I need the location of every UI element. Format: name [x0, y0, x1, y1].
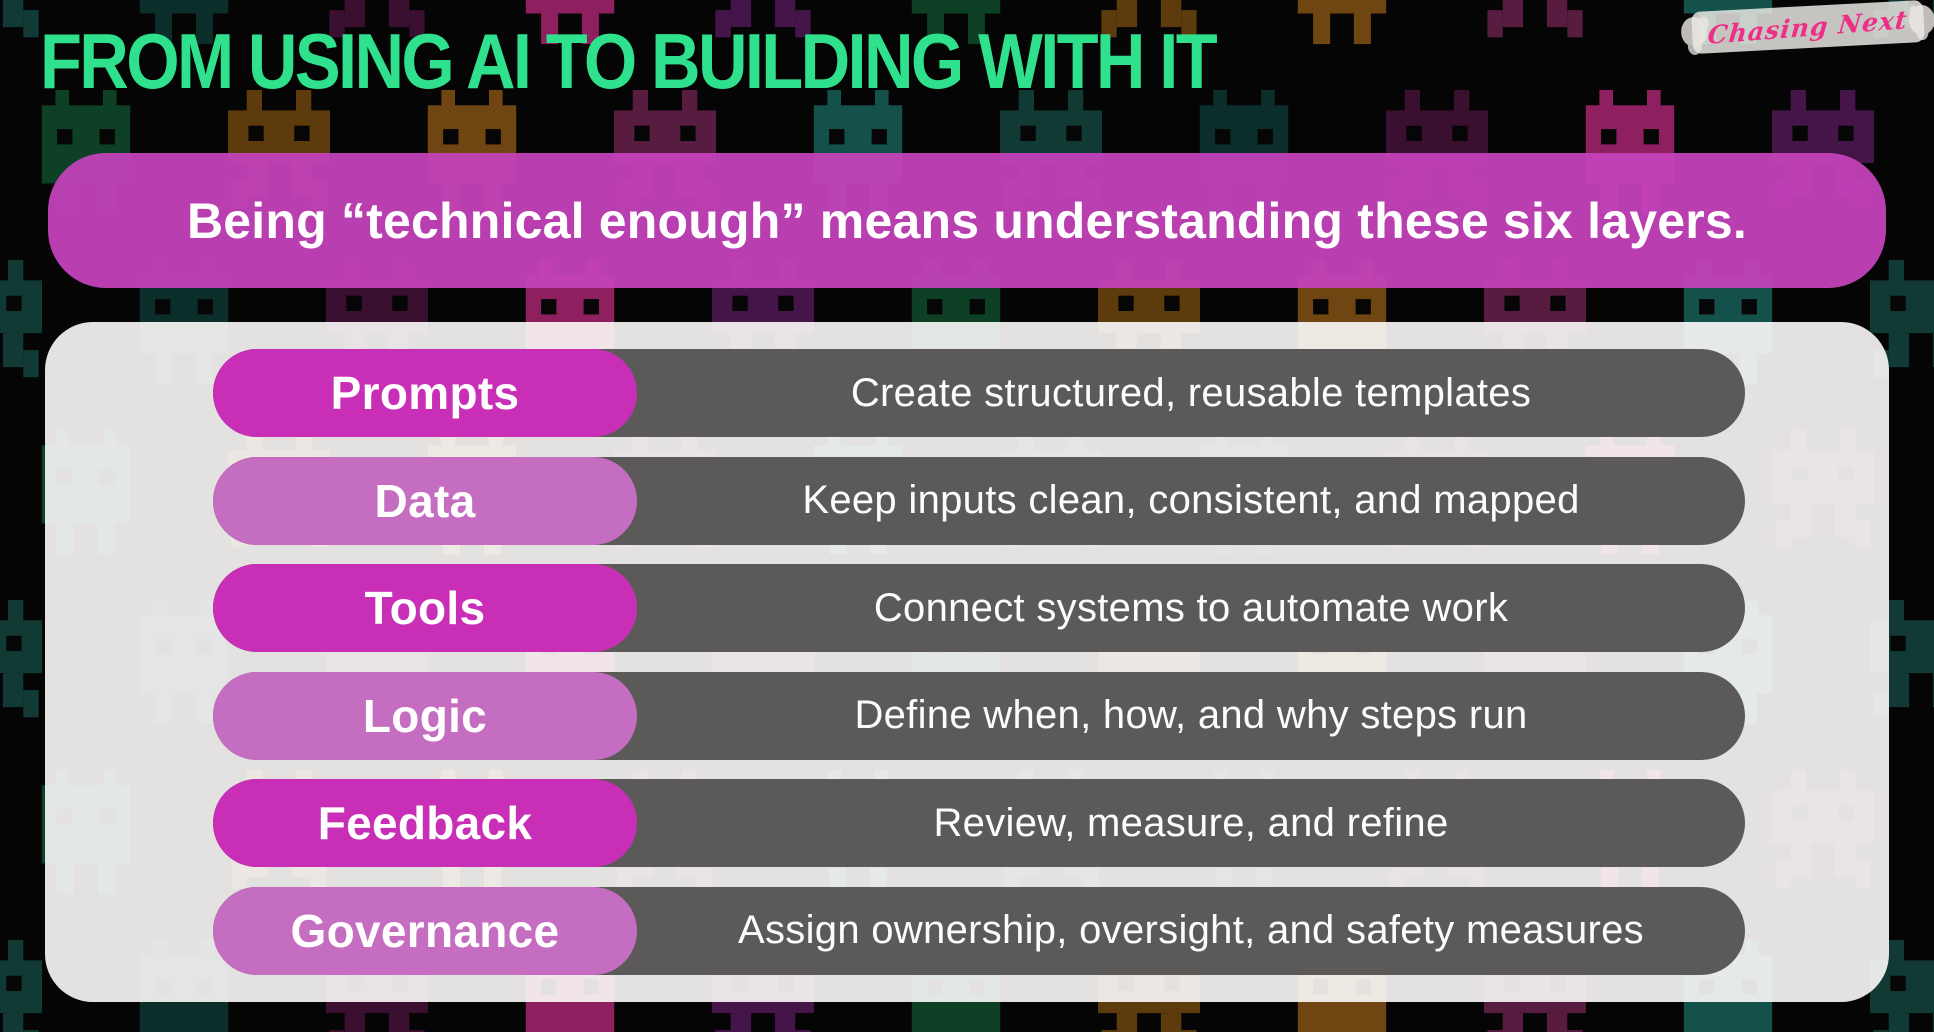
page-title: FROM USING AI TO BUILDING WITH IT: [40, 17, 1218, 105]
layer-label: Prompts: [330, 367, 520, 419]
layer-label: Feedback: [317, 797, 533, 849]
layer-row-feedback: Review, measure, and refine Feedback: [213, 779, 1745, 867]
layer-pill: Governance: [213, 886, 637, 975]
layer-pill: Data: [213, 456, 637, 545]
layer-row-data: Keep inputs clean, consistent, and mappe…: [213, 456, 1745, 545]
layer-row-prompts: Create structured, reusable templates Pr…: [213, 349, 1745, 437]
layer-description: Connect systems to automate work: [873, 585, 1509, 630]
brand-logo-text: Chasing Next: [1706, 4, 1910, 50]
layer-row-tools: Connect systems to automate work Tools: [213, 564, 1745, 652]
layer-description: Create structured, reusable templates: [850, 370, 1532, 415]
layer-pill: Logic: [213, 671, 637, 760]
subtitle-text: Being “technical enough” means understan…: [186, 192, 1748, 249]
layer-row-logic: Define when, how, and why steps run Logi…: [213, 671, 1745, 760]
layer-description: Assign ownership, oversight, and safety …: [738, 908, 1644, 952]
layer-pill: Feedback: [213, 779, 637, 867]
layer-description: Define when, how, and why steps run: [854, 693, 1528, 737]
layer-label: Governance: [290, 904, 560, 957]
layer-pill: Tools: [213, 564, 637, 652]
layer-row-governance: Assign ownership, oversight, and safety …: [213, 886, 1745, 975]
layer-label: Logic: [362, 689, 488, 742]
layer-label: Data: [374, 474, 476, 527]
subtitle-banner: Being “technical enough” means understan…: [48, 153, 1886, 288]
layers-panel: Create structured, reusable templates Pr…: [45, 322, 1889, 1002]
layer-description: Keep inputs clean, consistent, and mappe…: [802, 478, 1580, 522]
layer-label: Tools: [364, 582, 486, 634]
layer-pill: Prompts: [213, 349, 637, 437]
layer-description: Review, measure, and refine: [933, 800, 1449, 845]
